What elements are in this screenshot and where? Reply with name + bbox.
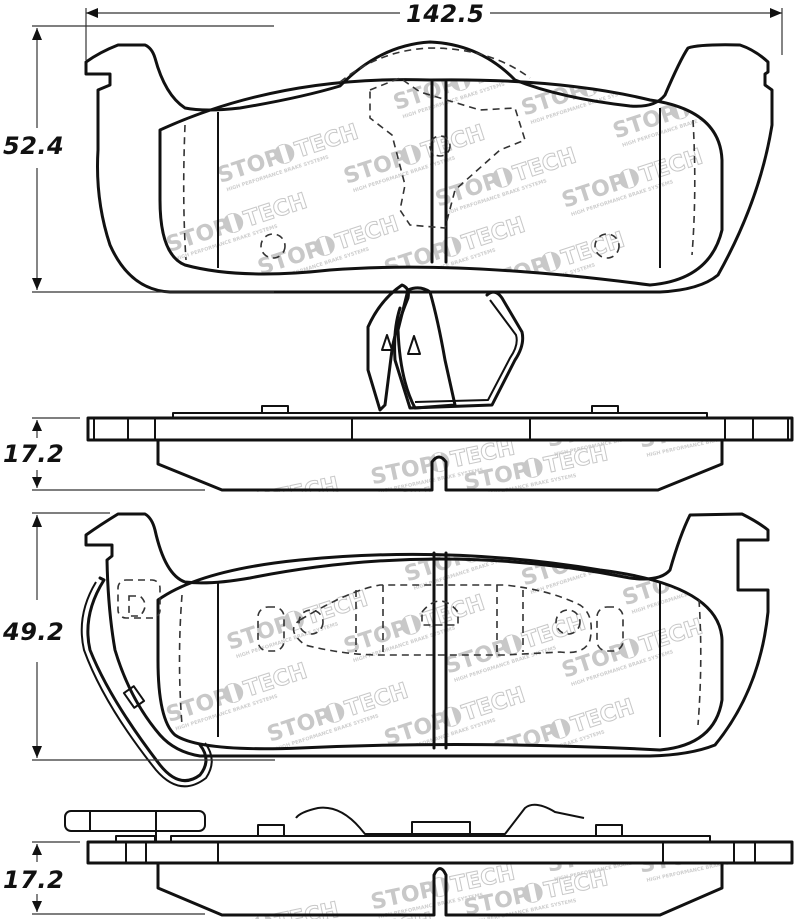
wear-indicator-wire [86,576,208,783]
bottom-pad-front-view [80,512,770,788]
friction-material-outline [158,78,724,287]
friction-material-side [156,861,724,917]
dimension-bottom-pad-thickness: 17.2 [3,866,65,894]
top-pad-side-view [86,405,794,492]
hidden-hole-left [260,233,286,259]
hidden-edge-right [691,119,696,256]
wear-sensor-tab [64,810,206,832]
hidden-edge-right [697,599,702,726]
friction-material-outline-bottom [156,552,724,752]
anti-rattle-clip [366,283,525,412]
friction-material-side [156,438,724,492]
backing-plate-outline-bottom [84,512,770,758]
dimension-top-pad-thickness: 17.2 [3,440,65,468]
backing-plate-outline [84,40,774,294]
watermark-pattern [162,79,722,285]
shim-spring-clip [295,803,585,835]
hidden-hole-right [594,233,620,259]
hidden-edge-left [182,124,187,261]
hidden-hole-center [429,135,451,157]
dimension-bottom-pad-height: 49.2 [3,618,65,646]
dimension-lines [32,8,783,915]
dimension-top-pad-height: 52.4 [3,132,65,160]
bottom-pad-side-view [64,803,794,919]
dimension-overall-width: 142.5 [400,0,491,28]
hidden-abutment-shape [369,77,526,229]
backing-plate-side [86,840,794,865]
hidden-edge-left [178,594,183,726]
wear-indicator-hidden [117,579,161,619]
hidden-arc [339,47,531,83]
backing-plate-side [86,416,794,442]
hidden-shim-shape [292,584,593,656]
top-pad-front-view [84,40,774,294]
